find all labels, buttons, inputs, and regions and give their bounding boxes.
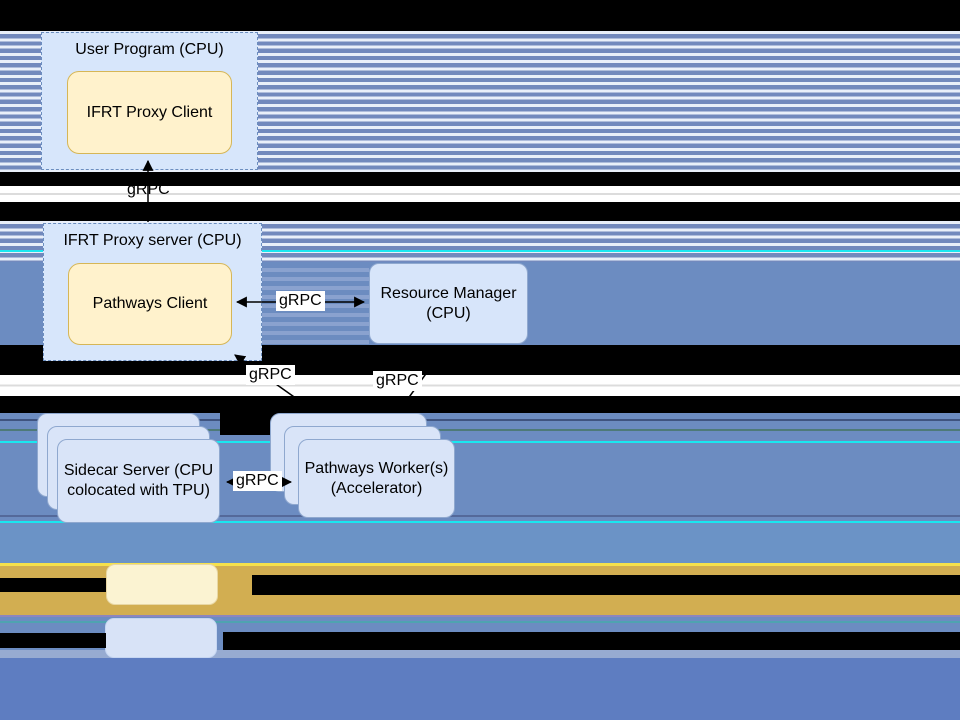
band-black-2 [0, 172, 960, 186]
redacted-text-bar [0, 578, 106, 592]
edge-label-grpc-2: gRPC [276, 291, 325, 311]
node-resource-manager: Resource Manager (CPU) [369, 263, 528, 344]
redacted-text-bar [223, 632, 960, 650]
node-pathways-client: Pathways Client [68, 263, 232, 345]
band-light-blue [0, 523, 960, 563]
band-black-5 [0, 396, 960, 413]
edge-label-grpc-1: gRPC [127, 181, 170, 198]
node-user-program-title: User Program (CPU) [75, 41, 224, 58]
cyan-line-1 [0, 250, 960, 252]
node-pathways-client-label: Pathways Client [92, 295, 208, 312]
node-ifrt-proxy-server-title: IFRT Proxy server (CPU) [63, 232, 242, 249]
node-ifrt-proxy-client: IFRT Proxy Client [67, 71, 232, 154]
cyan-line-2 [0, 441, 960, 443]
band-light-gray-blue [0, 650, 960, 658]
band-bottom-blue [0, 658, 960, 720]
band-white-1 [0, 186, 960, 202]
legend-blue-swatch [105, 618, 217, 658]
cyan-line-3 [0, 521, 960, 523]
node-pathways-worker-line2: (Accelerator) [330, 479, 423, 497]
node-sidecar-server: Sidecar Server (CPU colocated with TPU) [57, 439, 220, 523]
node-ifrt-proxy-client-label: IFRT Proxy Client [86, 103, 213, 121]
node-pathways-worker-line1: Pathways Worker(s) [304, 459, 449, 477]
node-sidecar-server-line1: Sidecar Server (CPU [63, 462, 214, 479]
dark-line-2 [0, 515, 960, 517]
redacted-text-bar [0, 633, 106, 648]
band-white-2 [0, 375, 960, 396]
redacted-text-bar [252, 575, 960, 595]
edge-label-grpc-4: gRPC [373, 371, 422, 391]
edge-label-grpc-5: gRPC [233, 471, 282, 491]
band-black-top [0, 0, 960, 31]
node-resource-manager-line2: (CPU) [426, 304, 471, 322]
node-pathways-worker: Pathways Worker(s) (Accelerator) [298, 439, 455, 518]
node-resource-manager-line1: Resource Manager [380, 284, 517, 302]
teal-line-2 [0, 621, 960, 623]
dark-line-1 [0, 419, 960, 421]
legend-yellow-swatch [106, 564, 218, 605]
edge-label-grpc-3: gRPC [246, 365, 295, 385]
purple-line [0, 615, 960, 617]
teal-line-1 [0, 429, 960, 431]
node-sidecar-server-line2: colocated with TPU) [67, 482, 210, 499]
band-black-3 [0, 202, 960, 221]
